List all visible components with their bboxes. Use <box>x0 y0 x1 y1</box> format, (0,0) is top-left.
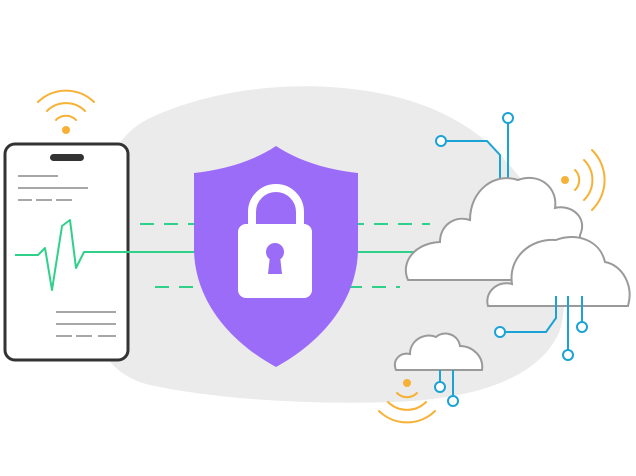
phone-speaker <box>50 154 84 161</box>
wifi-icon-small <box>378 379 436 424</box>
circuit-lines-bottom <box>494 296 588 361</box>
phone-text-lines <box>18 175 116 337</box>
circuit-lines-small <box>434 370 459 407</box>
wifi-icon <box>37 89 95 134</box>
wifi-icon-cloud <box>561 149 606 211</box>
cloud-small <box>394 332 484 371</box>
cloud-large-front <box>486 236 631 307</box>
smartphone <box>3 142 130 362</box>
circuit-lines-top <box>435 112 514 182</box>
heartbeat-line <box>15 219 258 291</box>
padlock-icon <box>238 184 312 298</box>
